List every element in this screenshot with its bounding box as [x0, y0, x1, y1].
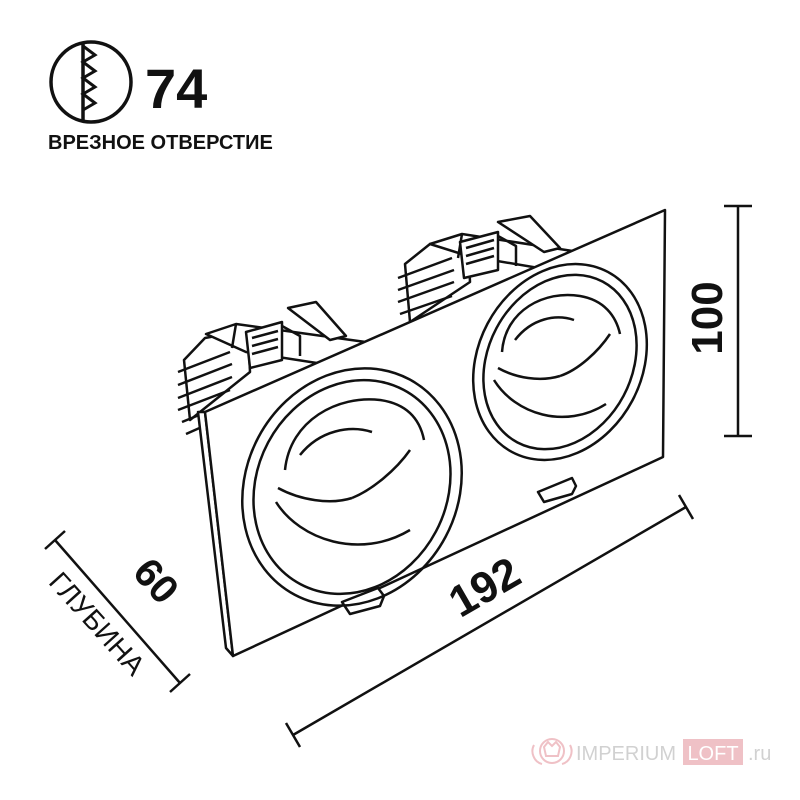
depth-dimension: [44, 530, 191, 693]
watermark-brand: IMPERIUM: [576, 743, 676, 765]
width-dimension: [284, 494, 695, 748]
cutout-label: ВРЕЗНОЕ ОТВЕРСТИЕ: [48, 132, 273, 154]
watermark-suffix: .ru: [748, 743, 771, 765]
height-value: 100: [683, 281, 732, 354]
bottom-tab-left: [340, 586, 386, 616]
watermark-box: [683, 739, 743, 765]
right-lamp-opening: [471, 262, 649, 462]
fixture-illustration: [177, 208, 667, 658]
cutout-value: 74: [145, 57, 207, 120]
cutout-header: 74 ВРЕЗНОЕ ОТВЕРСТИЕ: [48, 40, 273, 154]
bottom-tab-right: [536, 476, 578, 504]
watermark-box-text: LOFT: [687, 743, 738, 765]
drill-icon: [49, 40, 133, 124]
crown-logo: [531, 738, 573, 765]
front-plate: [203, 208, 667, 658]
depth-value: 60: [124, 550, 186, 613]
left-lamp-opening: [241, 367, 463, 607]
height-dimension: [724, 204, 752, 438]
watermark: IMPERIUM LOFT .ru: [531, 738, 771, 765]
width-value: 192: [441, 548, 529, 627]
